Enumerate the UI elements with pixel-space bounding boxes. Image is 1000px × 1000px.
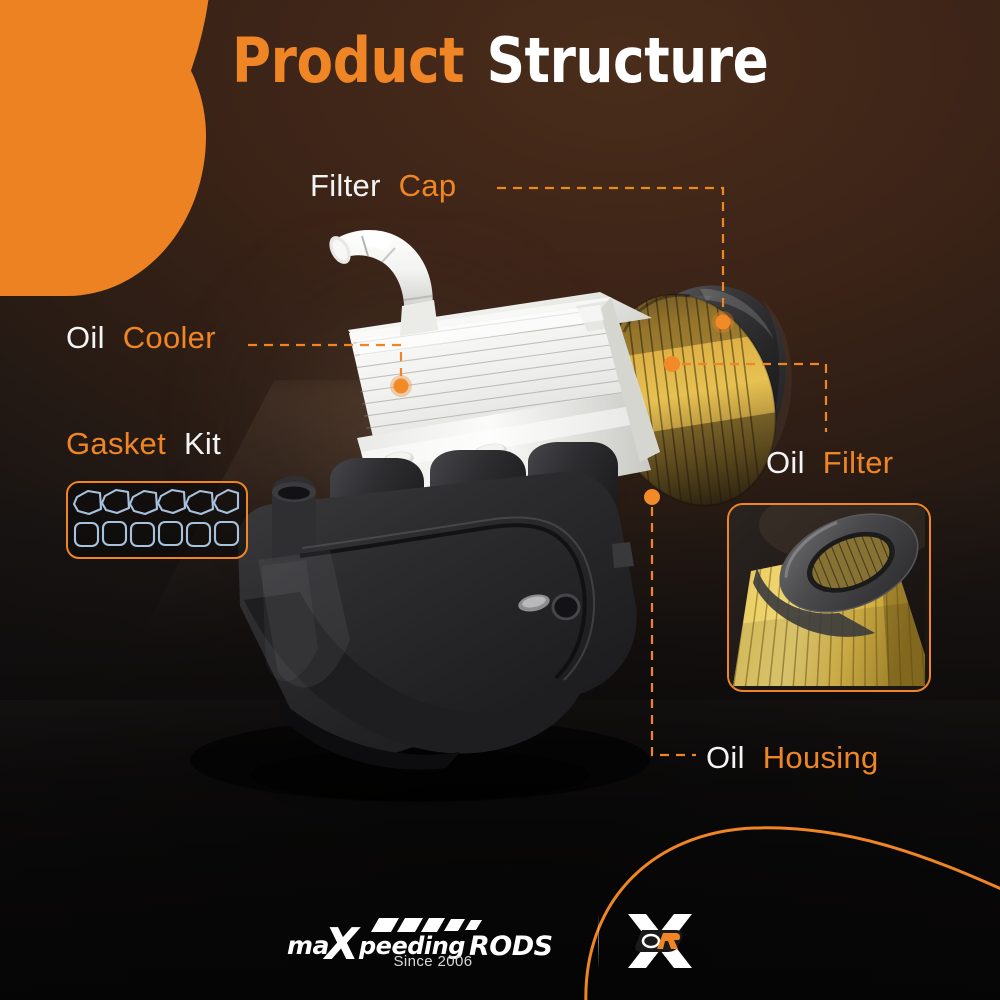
- callout-label-filter-cap: Filter Cap: [310, 170, 456, 201]
- brand-name-x: X: [322, 919, 361, 970]
- callout-label-gasket-kit: Gasket Kit: [66, 428, 230, 459]
- title-word-product: Product: [232, 24, 465, 97]
- callout-oil-filter-orange: Filter: [822, 445, 894, 480]
- speed-streak-marks: [371, 918, 482, 932]
- oil-filter-closeup-illustration: [729, 505, 925, 686]
- brand-badge-or-icon: [628, 914, 692, 968]
- oil-housing-part: [238, 442, 637, 770]
- gasket-pieces-illustration: [72, 488, 240, 548]
- orange-corner-arc: [584, 826, 1000, 1000]
- product-floor-reflection: [250, 756, 470, 835]
- callout-oil-filter-white: Oil: [766, 445, 805, 480]
- gasket-kit-panel: [66, 481, 248, 559]
- brand-logo-maxpeedingrods: ma X peeding RODS: [287, 918, 553, 970]
- callout-oil-cooler-orange: Cooler: [122, 320, 216, 355]
- brand-name-suffix: RODS: [469, 931, 553, 962]
- callout-filter-cap-white: Filter: [310, 168, 381, 203]
- callout-filter-cap-orange: Cap: [398, 168, 457, 203]
- coolant-pipe-part: [329, 229, 438, 336]
- brand-divider: [598, 915, 599, 967]
- oil-filter-inset-panel: [727, 503, 931, 692]
- brand-tagline: Since 2006: [393, 953, 473, 970]
- callout-label-oil-housing: Oil Housing: [706, 742, 879, 773]
- callout-label-oil-cooler: Oil Cooler: [66, 322, 216, 353]
- callout-oil-housing-orange: Housing: [762, 740, 879, 775]
- brand-name-prefix: ma: [287, 931, 329, 960]
- callout-oil-housing-white: Oil: [706, 740, 745, 775]
- callout-gasket-kit-orange: Gasket: [66, 426, 167, 461]
- title-word-structure: Structure: [486, 24, 769, 97]
- callout-label-oil-filter: Oil Filter: [766, 447, 893, 478]
- brand-name-mid: peeding: [358, 932, 465, 960]
- callout-oil-cooler-white: Oil: [66, 320, 105, 355]
- callout-gasket-kit-white: Kit: [183, 426, 222, 461]
